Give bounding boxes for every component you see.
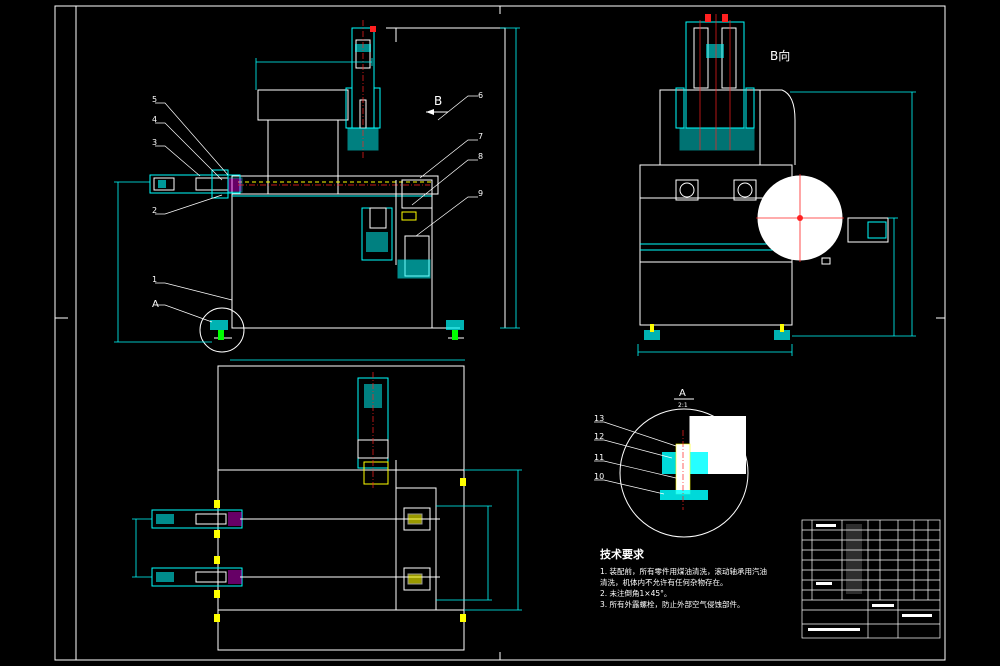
column [267, 119, 339, 195]
b-direction-view: B向 [637, 14, 916, 356]
drawing-frame [54, 5, 946, 661]
detail-a-circle [199, 307, 245, 353]
technical-requirements: 技术要求 1. 装配前，所有零件用煤油清洗，滚动轴承用汽油 清洗，机体内不允许有… [600, 547, 767, 609]
top-cylinder [357, 372, 389, 490]
detail-a-label: A [152, 299, 159, 310]
top-beam [257, 89, 349, 121]
direction-arrow-b: B [426, 94, 448, 115]
balloon-12: 12 [594, 432, 604, 441]
top-view [132, 365, 522, 651]
detail-leaders [594, 421, 677, 495]
front-balloons: 5 4 3 2 1 6 7 8 9 A [152, 91, 483, 310]
b-twin-cylinders [675, 14, 755, 151]
balloon-9: 9 [478, 189, 483, 198]
b-view-title: B向 [770, 48, 790, 63]
balloon-6: 6 [478, 91, 483, 100]
gripper-assembly [361, 180, 431, 279]
title-block [801, 519, 941, 639]
detail-scale: 2:1 [678, 402, 688, 409]
b-round-ports [675, 179, 757, 201]
b-feet [644, 324, 790, 340]
balloon-2: 2 [152, 206, 157, 215]
balloon-11: 11 [594, 453, 604, 462]
top-horizontal-cylinders [151, 509, 440, 587]
balloon-5: 5 [152, 95, 157, 104]
tech-line-1: 1. 装配前，所有零件用煤油清洗，滚动轴承用汽油 [600, 566, 767, 576]
machine-feet [210, 320, 464, 340]
balloon-1: 1 [152, 275, 157, 284]
left-horizontal-cylinder [149, 169, 430, 199]
front-view: B 5 4 3 2 1 6 7 8 9 A [114, 20, 520, 361]
b-dimensions [637, 91, 916, 356]
top-bolts [214, 478, 466, 622]
detail-title: A [679, 388, 686, 399]
balloon-7: 7 [478, 132, 483, 141]
top-clamps [403, 507, 431, 591]
vertical-cylinder [345, 20, 381, 160]
tech-line-3: 2. 未注倒角1×45°。 [600, 588, 671, 598]
front-dimensions [114, 27, 520, 361]
tech-line-2: 清洗，机体内不允许有任何杂物存在。 [600, 577, 728, 587]
balloon-4: 4 [152, 115, 157, 124]
balloon-3: 3 [152, 138, 157, 147]
front-leaders [155, 95, 478, 323]
balloon-8: 8 [478, 152, 483, 161]
direction-arrow-label: B [434, 94, 442, 108]
balloon-10: 10 [594, 472, 604, 481]
tech-line-4: 3. 所有外露螺栓，防止外部空气侵蚀部件。 [600, 599, 745, 609]
balloon-13: 13 [594, 414, 604, 423]
detail-balloons: 13 12 11 10 [594, 414, 604, 481]
tech-title: 技术要求 [600, 547, 645, 561]
top-dimensions [132, 469, 522, 611]
detail-a-view: A 2:1 13 12 11 10 [594, 388, 749, 538]
b-rotary-disk [756, 174, 889, 265]
